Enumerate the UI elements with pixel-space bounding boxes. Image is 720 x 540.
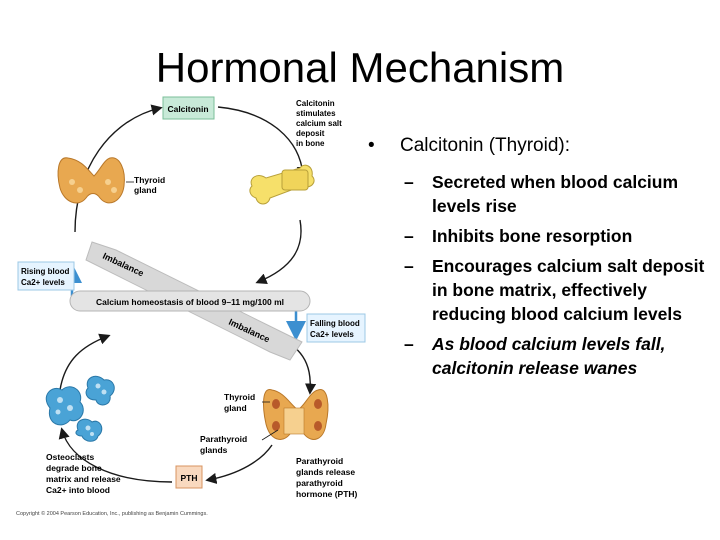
svg-text:degrade bone: degrade bone [46,463,102,473]
rising-blood-label: Rising blood [21,267,70,276]
thyroid-gland-top-icon [58,158,124,203]
main-bullet: • Calcitonin (Thyroid): [368,134,708,158]
rising-blood-label-2: Ca2+ levels [21,278,65,287]
bone-icon [250,165,314,204]
calcitonin-box-label: Calcitonin [167,104,208,114]
sub-bullet-1: –Secreted when blood calcium levels rise [404,170,708,218]
svg-text:glands release: glands release [296,467,355,477]
cycle-arrow-top-right [218,107,303,175]
thyroid-bottom-label-2: gland [224,403,247,413]
copyright-text: Copyright © 2004 Pearson Education, Inc.… [16,510,208,517]
bullet-list: • Calcitonin (Thyroid): –Secreted when b… [368,134,708,386]
slide-title: Hormonal Mechanism [0,44,720,92]
pth-box-label: PTH [181,473,198,483]
sub-bullet-4: –As blood calcium levels fall, calcitoni… [404,332,708,380]
svg-text:stimulates: stimulates [296,109,336,118]
homeostasis-label: Calcium homeostasis of blood 9–11 mg/100… [96,297,284,307]
parathyroid-label: Parathyroid [200,434,247,444]
thyroid-top-label-2: gland [134,185,157,195]
osteoclasts-label: Osteoclasts degrade bone matrix and rele… [46,452,121,495]
calcium-homeostasis-diagram: Calcium homeostasis of blood 9–11 mg/100… [0,90,370,520]
sub-bullet-2: –Inhibits bone resorption [404,224,708,248]
falling-blood-label-2: Ca2+ levels [310,330,354,339]
thyroid-parathyroid-bottom-icon [264,389,328,439]
thyroid-top-label: Thyroid [134,175,165,185]
parathyroid-release-label: Parathyroid glands release parathyroid h… [296,456,358,499]
sub-bullets: –Secreted when blood calcium levels rise… [404,170,708,380]
svg-text:Ca2+ into blood: Ca2+ into blood [46,485,110,495]
svg-text:Calcitonin: Calcitonin [296,99,335,108]
falling-blood-label: Falling blood [310,319,360,328]
svg-text:calcium salt: calcium salt [296,119,342,128]
svg-text:parathyroid: parathyroid [296,478,343,488]
parathyroid-label-2: glands [200,445,228,455]
svg-text:Osteoclasts: Osteoclasts [46,452,94,462]
svg-text:hormone (PTH): hormone (PTH) [296,489,358,499]
calcitonin-action-label: Calcitonin stimulates calcium salt depos… [296,99,342,148]
svg-text:deposit: deposit [296,129,325,138]
osteoclasts-icon [46,376,114,441]
bullet-dot: • [368,134,375,158]
cycle-arrow-right-down [258,220,301,282]
sub-bullet-3: –Encourages calcium salt deposit in bone… [404,254,708,326]
thyroid-bottom-label: Thyroid [224,392,255,402]
main-bullet-text: Calcitonin (Thyroid): [400,135,570,156]
svg-text:Parathyroid: Parathyroid [296,456,343,466]
svg-text:in bone: in bone [296,139,325,148]
svg-text:matrix and release: matrix and release [46,474,121,484]
